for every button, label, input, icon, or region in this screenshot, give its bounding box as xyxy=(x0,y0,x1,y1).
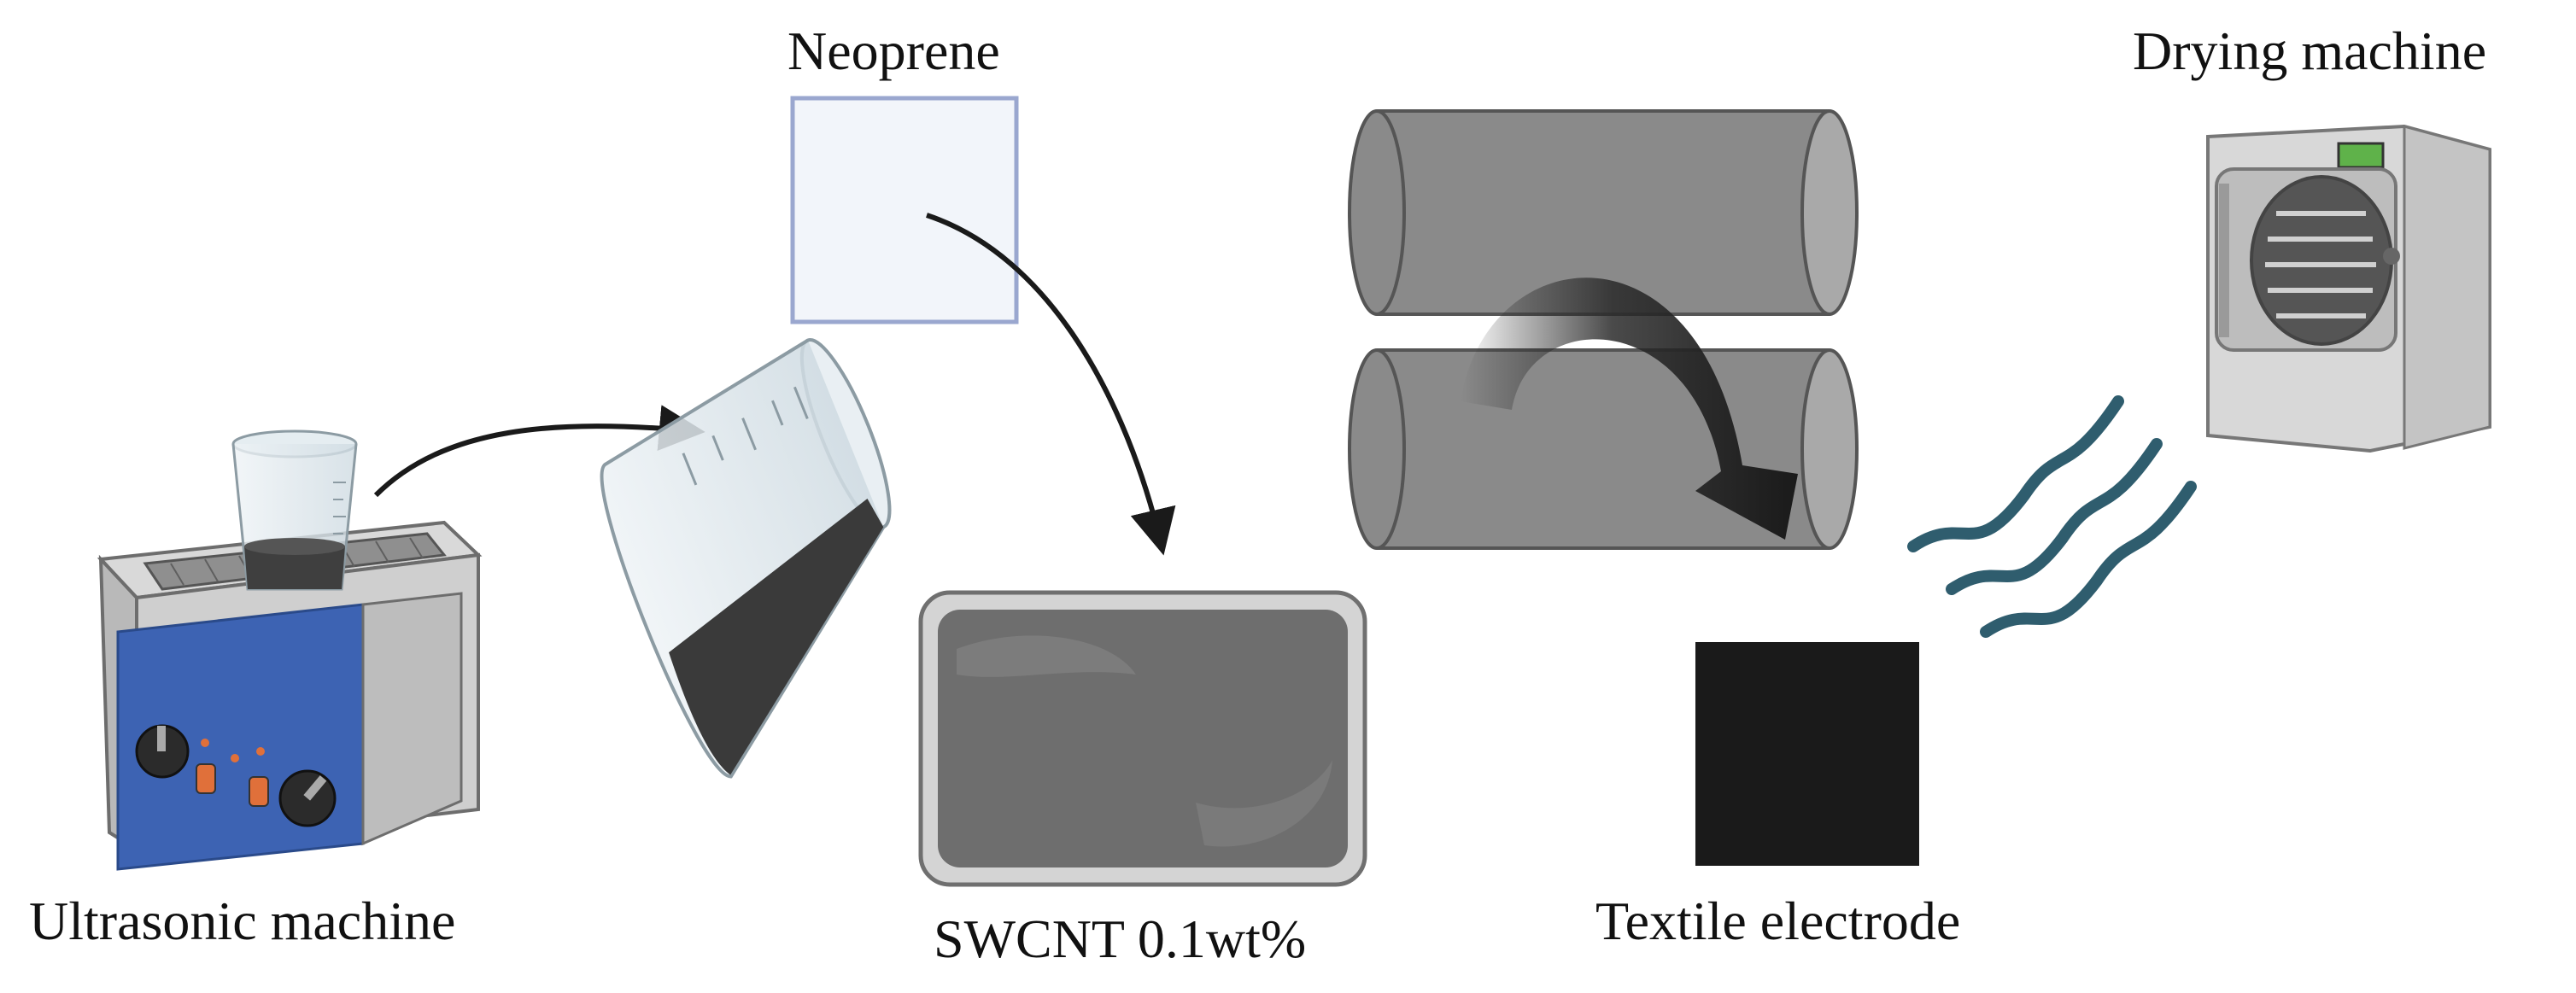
neoprene-sheet xyxy=(790,96,1019,324)
swcnt-tray-illustration xyxy=(918,590,1367,887)
flow-arrow-2 xyxy=(926,213,1176,556)
drying-machine-illustration xyxy=(2206,124,2491,453)
label-textile-electrode: Textile electrode xyxy=(1595,891,1961,951)
textile-electrode-square xyxy=(1695,642,1919,866)
roller-bottom xyxy=(1348,348,1859,550)
flow-arrow-1 xyxy=(373,405,705,498)
pouring-beaker-illustration xyxy=(600,337,892,779)
label-neoprene: Neoprene xyxy=(787,20,1000,81)
label-ultrasonic-machine: Ultrasonic machine xyxy=(29,891,456,951)
heat-waves-icon xyxy=(1907,395,2197,638)
ultrasonic-machine-illustration xyxy=(97,429,483,871)
label-swcnt: SWCNT 0.1wt% xyxy=(934,908,1307,969)
label-drying-machine: Drying machine xyxy=(2133,20,2487,81)
pressing-arrow-icon xyxy=(1461,277,1798,540)
